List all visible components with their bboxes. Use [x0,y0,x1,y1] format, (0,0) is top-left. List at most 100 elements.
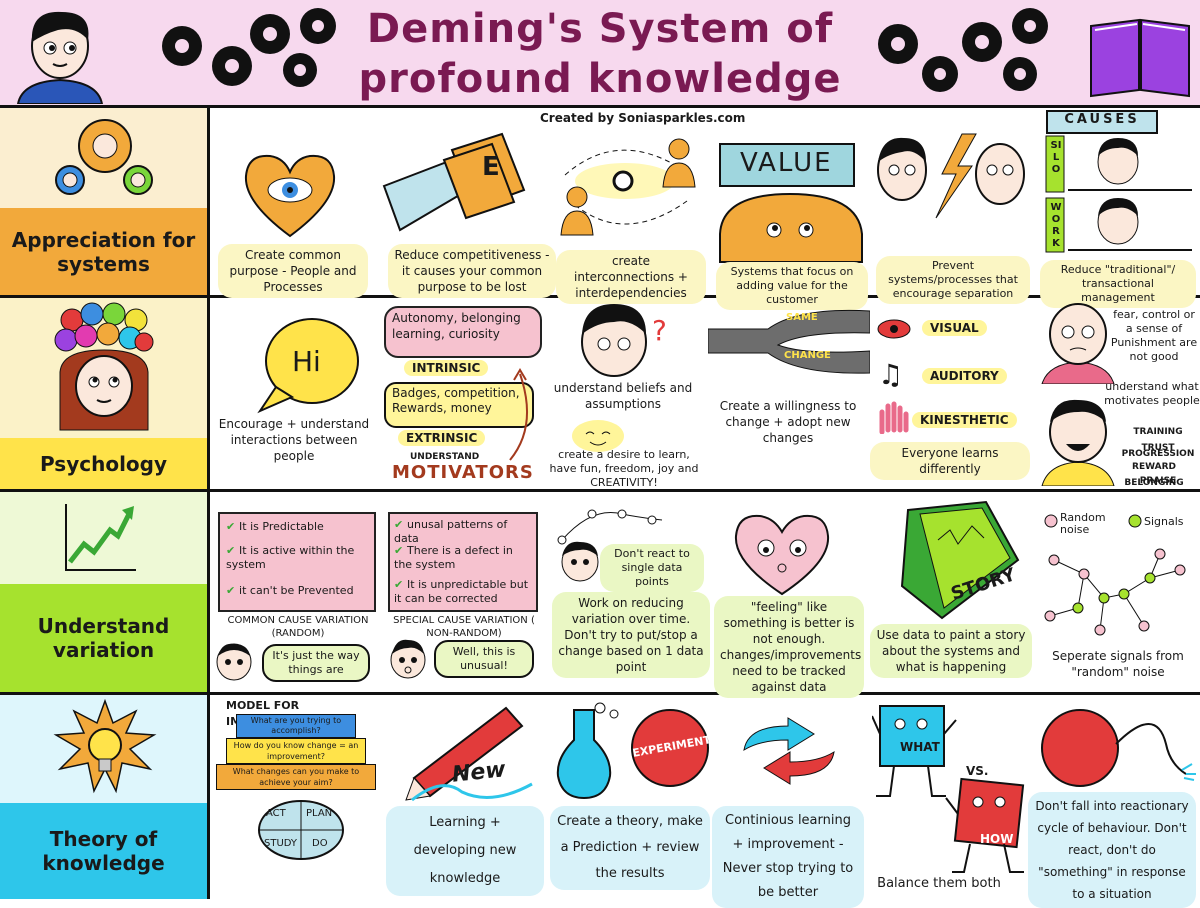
happy-sun-icon [572,420,624,452]
systems-caption-1: Create common purpose - People and Proce… [218,244,368,298]
common-item: It is Predictable [226,520,372,534]
data-points-icon [557,509,663,582]
systems-label: Appreciation for systems [0,208,207,295]
special-cause-title: SPECIAL CAUSE VARIATION ( NON-RANDOM) [393,615,535,639]
legend-random-label: Random noise [1060,511,1106,536]
hand-cards-icon [382,132,526,232]
silo-work-icon [1045,135,1192,253]
knowledge-caption-3: Create a theory, make a Prediction + rev… [550,806,710,890]
variation-caption-4: "feeling" like something is better is no… [714,596,864,698]
common-speech: It's just the way things are [262,644,370,682]
interconnection-people-icon [560,138,696,236]
bomb-icon [1041,709,1196,787]
story-book-icon [900,500,1020,620]
heart-face-icon [734,514,830,596]
pdsa-cycle-icon [258,800,344,860]
road-fork-icon [708,309,870,374]
knowledge-caption-4: Continious learning + improvement - Neve… [712,806,864,908]
knowledge-icon-zone [0,695,207,803]
surprised-face-icon [390,639,426,679]
variation-caption-3a: Don't react to single data points [600,544,704,592]
credit-text: Created by Soniasparkles.com [540,111,746,125]
visual-tag: VISUAL [922,320,987,336]
pdsa-plan: PLAN [306,808,333,819]
special-speech: Well, this is unusual! [434,640,534,678]
systems-caption-5: Prevent systems/processes that encourage… [876,256,1030,304]
what-label: WHAT [900,740,940,754]
column-divider [207,108,210,899]
happy-face-icon [1041,399,1115,486]
knowledge-caption-5: Balance them both [877,876,1001,891]
systems-icon-zone [0,108,207,208]
row-divider [0,489,1200,492]
model-question-3: What changes can you make to achieve you… [216,764,376,790]
motivator-words-3: REWARD BELONGING [1124,462,1184,488]
hand-icon [879,401,909,434]
model-question-2: How do you know change = an improvement? [226,738,366,764]
header-banner: Deming's System of profound knowledge [0,0,1200,108]
neutral-face-icon [216,643,252,681]
motivators-label: MOTIVATORS [392,462,534,483]
curved-arrow-icon [509,368,529,461]
systems-caption-2: Reduce competitiveness - it causes your … [388,244,556,298]
music-note-icon: ♫ [878,358,904,391]
eye-icon [877,319,911,339]
pencil-icon [405,706,533,802]
extrinsic-list: Badges, competition, Rewards, money [384,382,534,428]
pdsa-do: DO [312,838,328,849]
heart-eye-icon [244,154,336,238]
knowledge-caption-6: Don't fall into reactionary cycle of beh… [1028,792,1196,908]
lightbulb-icon [53,699,157,794]
fearful-face-icon [1041,303,1115,384]
hi-text: Hi [292,345,321,378]
common-item: it can't be Prevented [226,584,372,598]
intrinsic-tag: INTRINSIC [404,360,489,376]
knowledge-label: Theory of knowledge [0,803,207,899]
common-item: It is active within the system [226,544,372,572]
svg-text:?: ? [652,314,667,347]
thinking-person-icon [54,302,154,431]
book-icon [1090,18,1190,98]
knowledge-caption-2: Learning + developing new knowledge [386,806,544,896]
motivator-words-2: PROGRESSION [1121,449,1195,459]
psychology-caption-3a: understand beliefs and assumptions [553,381,693,411]
card-letter: E [482,152,500,182]
variation-caption-5: Use data to paint a story about the syst… [870,624,1032,678]
extrinsic-tag: EXTRINSIC [398,430,486,446]
legend-signals-label: Signals [1144,515,1184,528]
psychology-label: Psychology [0,438,207,489]
intrinsic-list: Autonomy, belonging learning, curiosity [384,306,542,358]
motivator-words-1: TRAINING TRUST [1133,427,1183,453]
psychology-icon-zone [0,298,207,438]
title-line-1: Deming's System of [366,6,834,52]
cycle-arrows-icon [743,717,835,785]
flask-icon [556,702,709,800]
legend-signals-icon [1128,514,1142,528]
causes-sign: CAUSES [1046,110,1158,134]
legend-random-icon [1044,514,1058,528]
special-item: It is unpredictable but it can be correc… [394,578,534,606]
variation-label: Understand variation [0,584,207,692]
psychology-caption-3b: create a desire to learn, have fun, free… [549,448,699,489]
work-label: WORK [1050,202,1062,249]
psychology-caption-4: Create a willingness to change + adopt n… [719,399,857,445]
pdsa-study: STUDY [264,838,298,849]
variation-icon-zone [0,492,207,584]
common-cause-box: It is Predictable It is active within th… [218,512,376,612]
model-question-1: What are you trying to accomplish? [236,714,356,738]
systems-caption-4: Systems that focus on adding value for t… [716,262,868,310]
curious-face-icon: ? [581,304,667,377]
value-sign-icon [719,143,863,263]
signal-network-icon [1044,548,1186,636]
separated-faces-icon [877,133,1025,219]
special-item: unusal patterns of data [394,518,534,546]
systems-caption-6: Reduce "traditional"/ transactional mana… [1040,260,1196,308]
common-cause-title: COMMON CAUSE VARIATION (RANDOM) [227,615,369,639]
what-box-icon [872,705,957,797]
gear-people-icon [55,119,153,195]
value-sign-text: VALUE [740,148,833,178]
road-same-label: SAME [786,312,818,323]
pdsa-act: ACT [266,808,286,819]
how-label: HOW [980,832,1014,846]
kinesthetic-tag: KINESTHETIC [912,412,1017,428]
